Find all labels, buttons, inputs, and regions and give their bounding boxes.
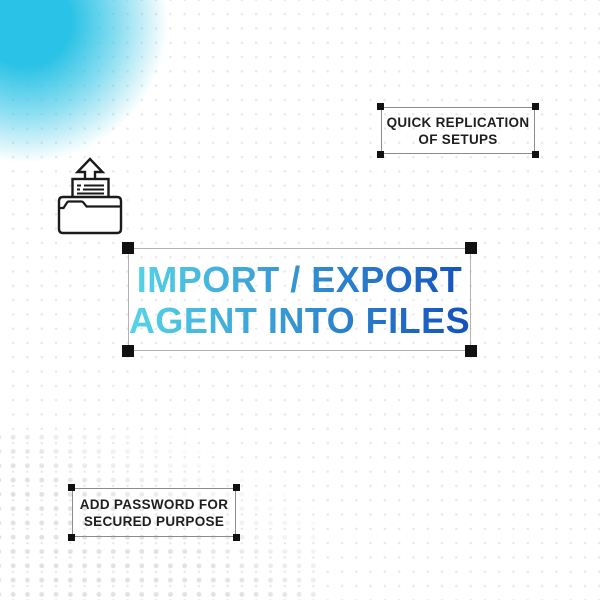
selection-handle[interactable]	[532, 103, 539, 110]
title-textbox[interactable]: IMPORT / EXPORT AGENT INTO FILES	[122, 242, 477, 357]
selection-handle[interactable]	[233, 484, 240, 491]
selection-handle[interactable]	[377, 103, 384, 110]
selection-handle[interactable]	[68, 534, 75, 541]
selection-frame	[128, 248, 471, 351]
callout-line: SECURED PURPOSE	[83, 513, 225, 529]
selection-frame	[72, 488, 236, 537]
selection-handle[interactable]	[122, 242, 134, 254]
selection-handle[interactable]	[377, 151, 384, 158]
document-text-lines	[77, 184, 104, 195]
selection-handle[interactable]	[68, 484, 75, 491]
selection-handle[interactable]	[465, 345, 477, 357]
callout-line: OF SETUPS	[418, 131, 498, 147]
callout-line: QUICK REPLICATION	[386, 114, 530, 130]
callout-quick-replication[interactable]: QUICK REPLICATION OF SETUPS	[377, 103, 539, 158]
title-line: AGENT INTO FILES	[128, 299, 471, 341]
selection-handle[interactable]	[233, 534, 240, 541]
title-text: IMPORT / EXPORT AGENT INTO FILES	[128, 248, 471, 351]
selection-handle[interactable]	[122, 345, 134, 357]
selection-frame	[381, 107, 535, 154]
folder-export-icon[interactable]	[50, 155, 130, 240]
callout-add-password[interactable]: ADD PASSWORD FOR SECURED PURPOSE	[68, 484, 240, 541]
title-line: IMPORT / EXPORT	[136, 258, 463, 300]
callout-line: ADD PASSWORD FOR	[79, 496, 229, 512]
selection-handle[interactable]	[532, 151, 539, 158]
selection-handle[interactable]	[465, 242, 477, 254]
folder-tab	[59, 200, 121, 210]
